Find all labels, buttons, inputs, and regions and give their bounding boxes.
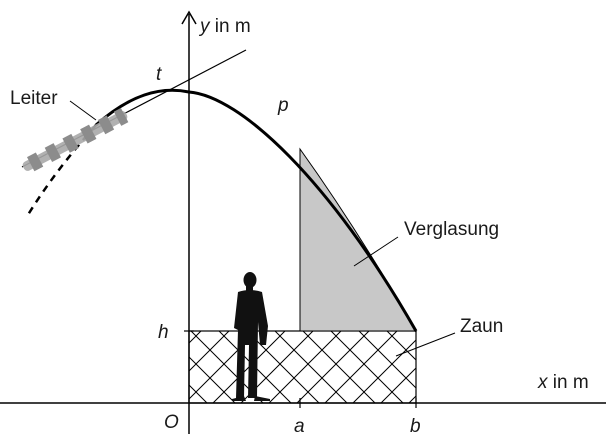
parabola-p: [95, 88, 418, 332]
b-label: b: [410, 416, 421, 434]
tangent-label: t: [156, 64, 162, 85]
parabola-label: p: [277, 95, 289, 116]
fence-label: Zaun: [460, 316, 503, 337]
person-silhouette: [232, 272, 270, 401]
fence-leader: [395, 332, 456, 357]
ladder-label: Leiter: [10, 88, 58, 109]
glazing-label: Verglasung: [404, 219, 499, 240]
parabola-dashed: [24, 124, 97, 219]
fence-area: [188, 330, 417, 404]
h-label: h: [158, 322, 169, 343]
ladder: [22, 107, 129, 172]
y-axis-label: y in m: [198, 16, 251, 37]
y-axis-arrow: [181, 10, 197, 25]
ladder-leader: [69, 100, 97, 121]
x-axis-label: x in m: [537, 372, 589, 393]
glazing-leader: [353, 236, 399, 267]
origin-label: O: [164, 412, 179, 433]
a-label: a: [294, 416, 305, 434]
